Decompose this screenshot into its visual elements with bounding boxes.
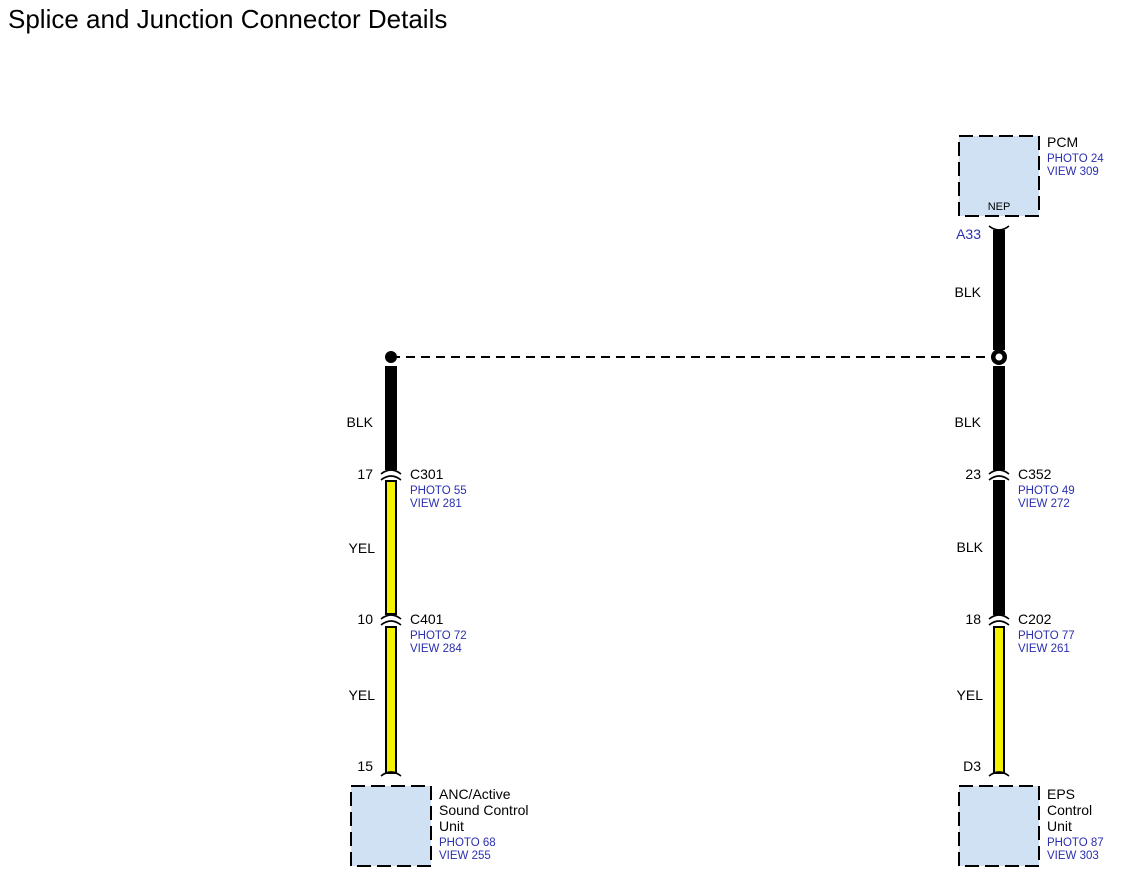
wire-color-label: YEL [957, 687, 984, 703]
wire-c202-eps-fill [995, 628, 1003, 772]
splice-dot-left[interactable] [385, 351, 397, 363]
connector-break-c301[interactable] [380, 469, 402, 481]
connector-name-c352: C352 [1018, 466, 1052, 482]
photo-link-c352[interactable]: PHOTO 49 [1018, 485, 1075, 497]
wire-color-label: BLK [955, 414, 982, 430]
wire-color-label: BLK [957, 539, 984, 555]
wire-pcm-splice[interactable] [993, 230, 1005, 350]
photo-link-anc[interactable]: PHOTO 68 [439, 837, 496, 849]
view-link-c301[interactable]: VIEW 281 [410, 498, 462, 510]
module-inner-label: NEP [988, 201, 1011, 213]
pin-number: 10 [357, 611, 373, 627]
view-link-c202[interactable]: VIEW 261 [1018, 643, 1070, 655]
module-name-line: ANC/Active [439, 786, 511, 802]
module-name-line: Unit [1047, 818, 1072, 834]
module-name-line: Sound Control [439, 802, 529, 818]
connector-break-c401[interactable] [380, 614, 402, 626]
page-title: Splice and Junction Connector Details [8, 4, 448, 34]
wire-c301-c401-fill [387, 482, 395, 613]
module-name-line: EPS [1047, 786, 1075, 802]
wire-color-label: YEL [349, 687, 376, 703]
pin-number: 15 [357, 758, 373, 774]
module-name-line: Control [1047, 802, 1092, 818]
terminal-cap-pcm [988, 225, 1010, 231]
photo-link-eps[interactable]: PHOTO 87 [1047, 837, 1104, 849]
module-eps[interactable] [958, 785, 1040, 867]
terminal-cap-eps [988, 771, 1010, 777]
pin-number: 17 [357, 466, 373, 482]
pin-number: 23 [965, 466, 981, 482]
wire-color-label: YEL [349, 540, 376, 556]
connector-break-c202[interactable] [988, 614, 1010, 626]
view-link-c352[interactable]: VIEW 272 [1018, 498, 1070, 510]
photo-link-pcm[interactable]: PHOTO 24 [1047, 153, 1104, 165]
terminal-cap-anc [380, 771, 402, 777]
view-link-pcm[interactable]: VIEW 309 [1047, 166, 1099, 178]
connector-name-c202: C202 [1018, 611, 1052, 627]
wire-color-label: BLK [347, 414, 374, 430]
module-pcm[interactable] [958, 135, 1040, 217]
pin-number-pcm: A33 [956, 226, 981, 242]
module-name-pcm: PCM [1047, 134, 1078, 150]
wire-left-splice-c301[interactable] [385, 366, 397, 470]
wire-color-label: BLK [955, 284, 982, 300]
pin-number: D3 [963, 758, 981, 774]
view-link-anc[interactable]: VIEW 255 [439, 850, 491, 862]
photo-link-c301[interactable]: PHOTO 55 [410, 485, 467, 497]
view-link-c401[interactable]: VIEW 284 [410, 643, 462, 655]
pin-number: 18 [965, 611, 981, 627]
splice-dot-right-center [995, 353, 1003, 361]
wire-c352-c202[interactable] [993, 480, 1005, 615]
wire-right-splice-c352[interactable] [993, 366, 1005, 470]
wire-c401-anc-fill [387, 628, 395, 772]
connector-name-c301: C301 [410, 466, 444, 482]
connector-break-c352[interactable] [988, 469, 1010, 481]
connector-name-c401: C401 [410, 611, 444, 627]
module-name-line: Unit [439, 818, 464, 834]
view-link-eps[interactable]: VIEW 303 [1047, 850, 1099, 862]
photo-link-c202[interactable]: PHOTO 77 [1018, 630, 1075, 642]
photo-link-c401[interactable]: PHOTO 72 [410, 630, 467, 642]
module-anc[interactable] [350, 785, 432, 867]
